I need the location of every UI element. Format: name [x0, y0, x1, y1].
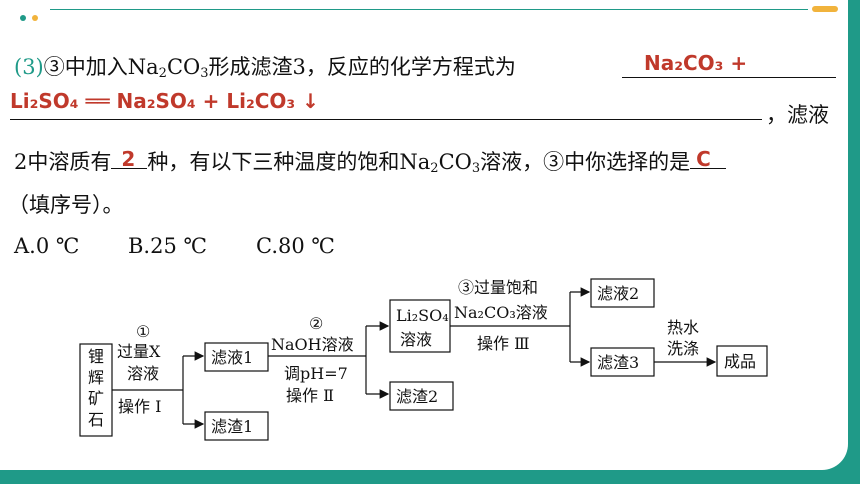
wash-label-2: 洗涤 [667, 339, 699, 358]
start-char-2: 辉 [88, 368, 104, 387]
question-number: (3) [14, 55, 44, 79]
question-line-1: (3)③中加入Na2CO3形成滤渣3，反应的化学方程式为 [14, 55, 516, 81]
step1-reagent-2: 溶液 [127, 364, 159, 383]
content-card [0, 0, 848, 470]
step3-reagent-1: ③过量饱和 [458, 278, 538, 297]
answer-blank-count: 2 [111, 147, 148, 171]
answer-blank-equation-2: Li₂SO₄ ══ Na₂SO₄ + Li₂CO₃ ↓ [10, 89, 762, 120]
step3-reagent-2: Na₂CO₃溶液 [454, 303, 548, 322]
answer-choice: C [696, 147, 711, 171]
decorative-top-bar [0, 6, 860, 21]
start-char-4: 石 [88, 410, 104, 429]
filtrate2-box [590, 278, 655, 308]
residue1-box [204, 411, 269, 441]
step2-ph: 调pH=7 [284, 364, 348, 383]
residue2-box [389, 381, 454, 411]
filtrate1-box [204, 342, 269, 372]
residue1-label: 滤渣1 [211, 417, 253, 436]
option-b: B.25 ℃ [128, 234, 207, 258]
step3-operation: 操作 Ⅲ [477, 334, 530, 353]
option-c: C.80 ℃ [256, 234, 335, 258]
question-line-4: （填序号）。 [8, 193, 124, 217]
product-label: 成品 [724, 352, 756, 371]
answer-blank-choice: C [690, 147, 727, 171]
line2-tail: ，滤液 [766, 103, 829, 127]
answer-blank-equation-1: Na₂CO₃ + [622, 51, 836, 78]
answer-count: 2 [121, 147, 136, 171]
residue2-label: 滤渣2 [396, 387, 438, 406]
wash-label-1: 热水 [667, 318, 699, 337]
step1-reagent-1: 过量X [117, 342, 161, 361]
start-char-1: 锂 [88, 347, 104, 366]
filtrate2-label: 滤液2 [597, 284, 639, 303]
product-box [716, 345, 768, 377]
step1-number: ① [136, 322, 150, 341]
li2so4-label: Li₂SO₄ [396, 306, 449, 325]
start-char-3: 矿 [88, 389, 104, 408]
residue3-label: 滤渣3 [597, 353, 639, 372]
answer-equation-line2: Li₂SO₄ ══ Na₂SO₄ + Li₂CO₃ ↓ [10, 89, 319, 113]
li2so4-solution: 溶液 [400, 330, 432, 349]
option-a: A.0 ℃ [14, 234, 80, 258]
answer-equation-line1: Na₂CO₃ + [644, 51, 748, 75]
filtrate1-label: 滤液1 [211, 348, 253, 367]
step1-operation: 操作 Ⅰ [118, 397, 161, 416]
step2-operation: 操作 Ⅱ [286, 386, 334, 405]
step2-number: ② [309, 314, 323, 333]
step2-reagent: NaOH溶液 [271, 335, 354, 354]
